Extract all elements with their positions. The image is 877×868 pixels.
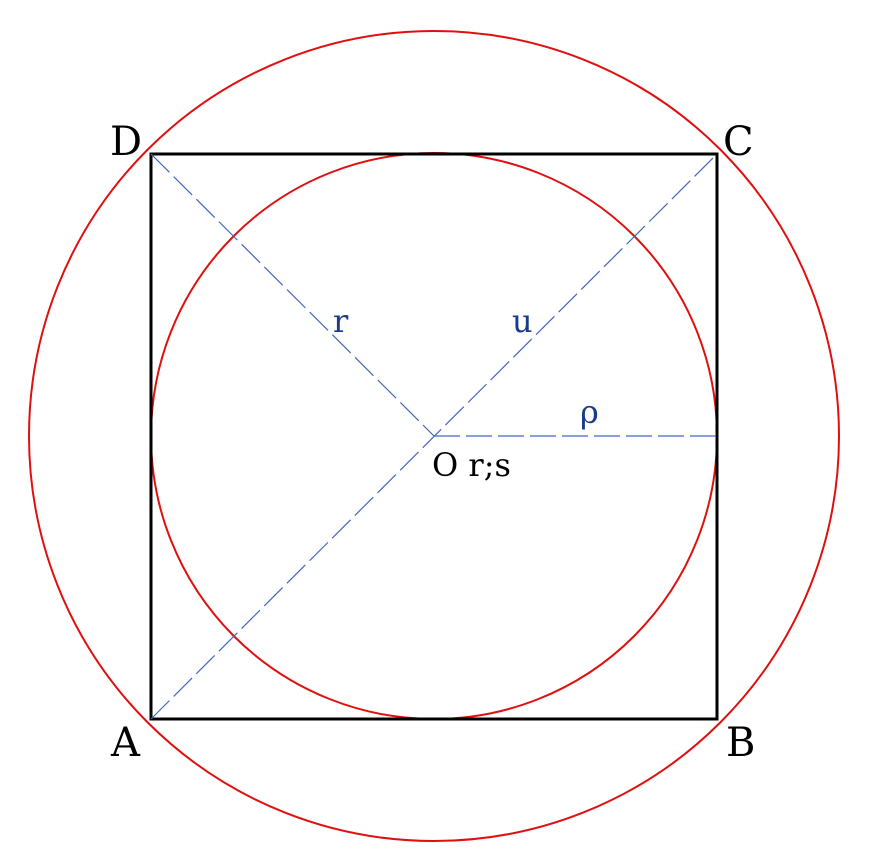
vertex-label-d: D	[110, 119, 142, 165]
segment-label-r: r	[333, 302, 349, 340]
vertex-label-c: C	[723, 119, 754, 165]
segment-label-u: u	[512, 302, 533, 340]
center-label: O r;s	[432, 446, 511, 484]
segment-label-rho: ρ	[580, 393, 599, 431]
segment-do-dashed	[150, 153, 435, 437]
vertex-label-a: A	[110, 720, 141, 766]
square-abcd	[149, 152, 719, 721]
vertex-label-b: B	[726, 720, 755, 766]
circumscribed-circle	[28, 30, 840, 842]
